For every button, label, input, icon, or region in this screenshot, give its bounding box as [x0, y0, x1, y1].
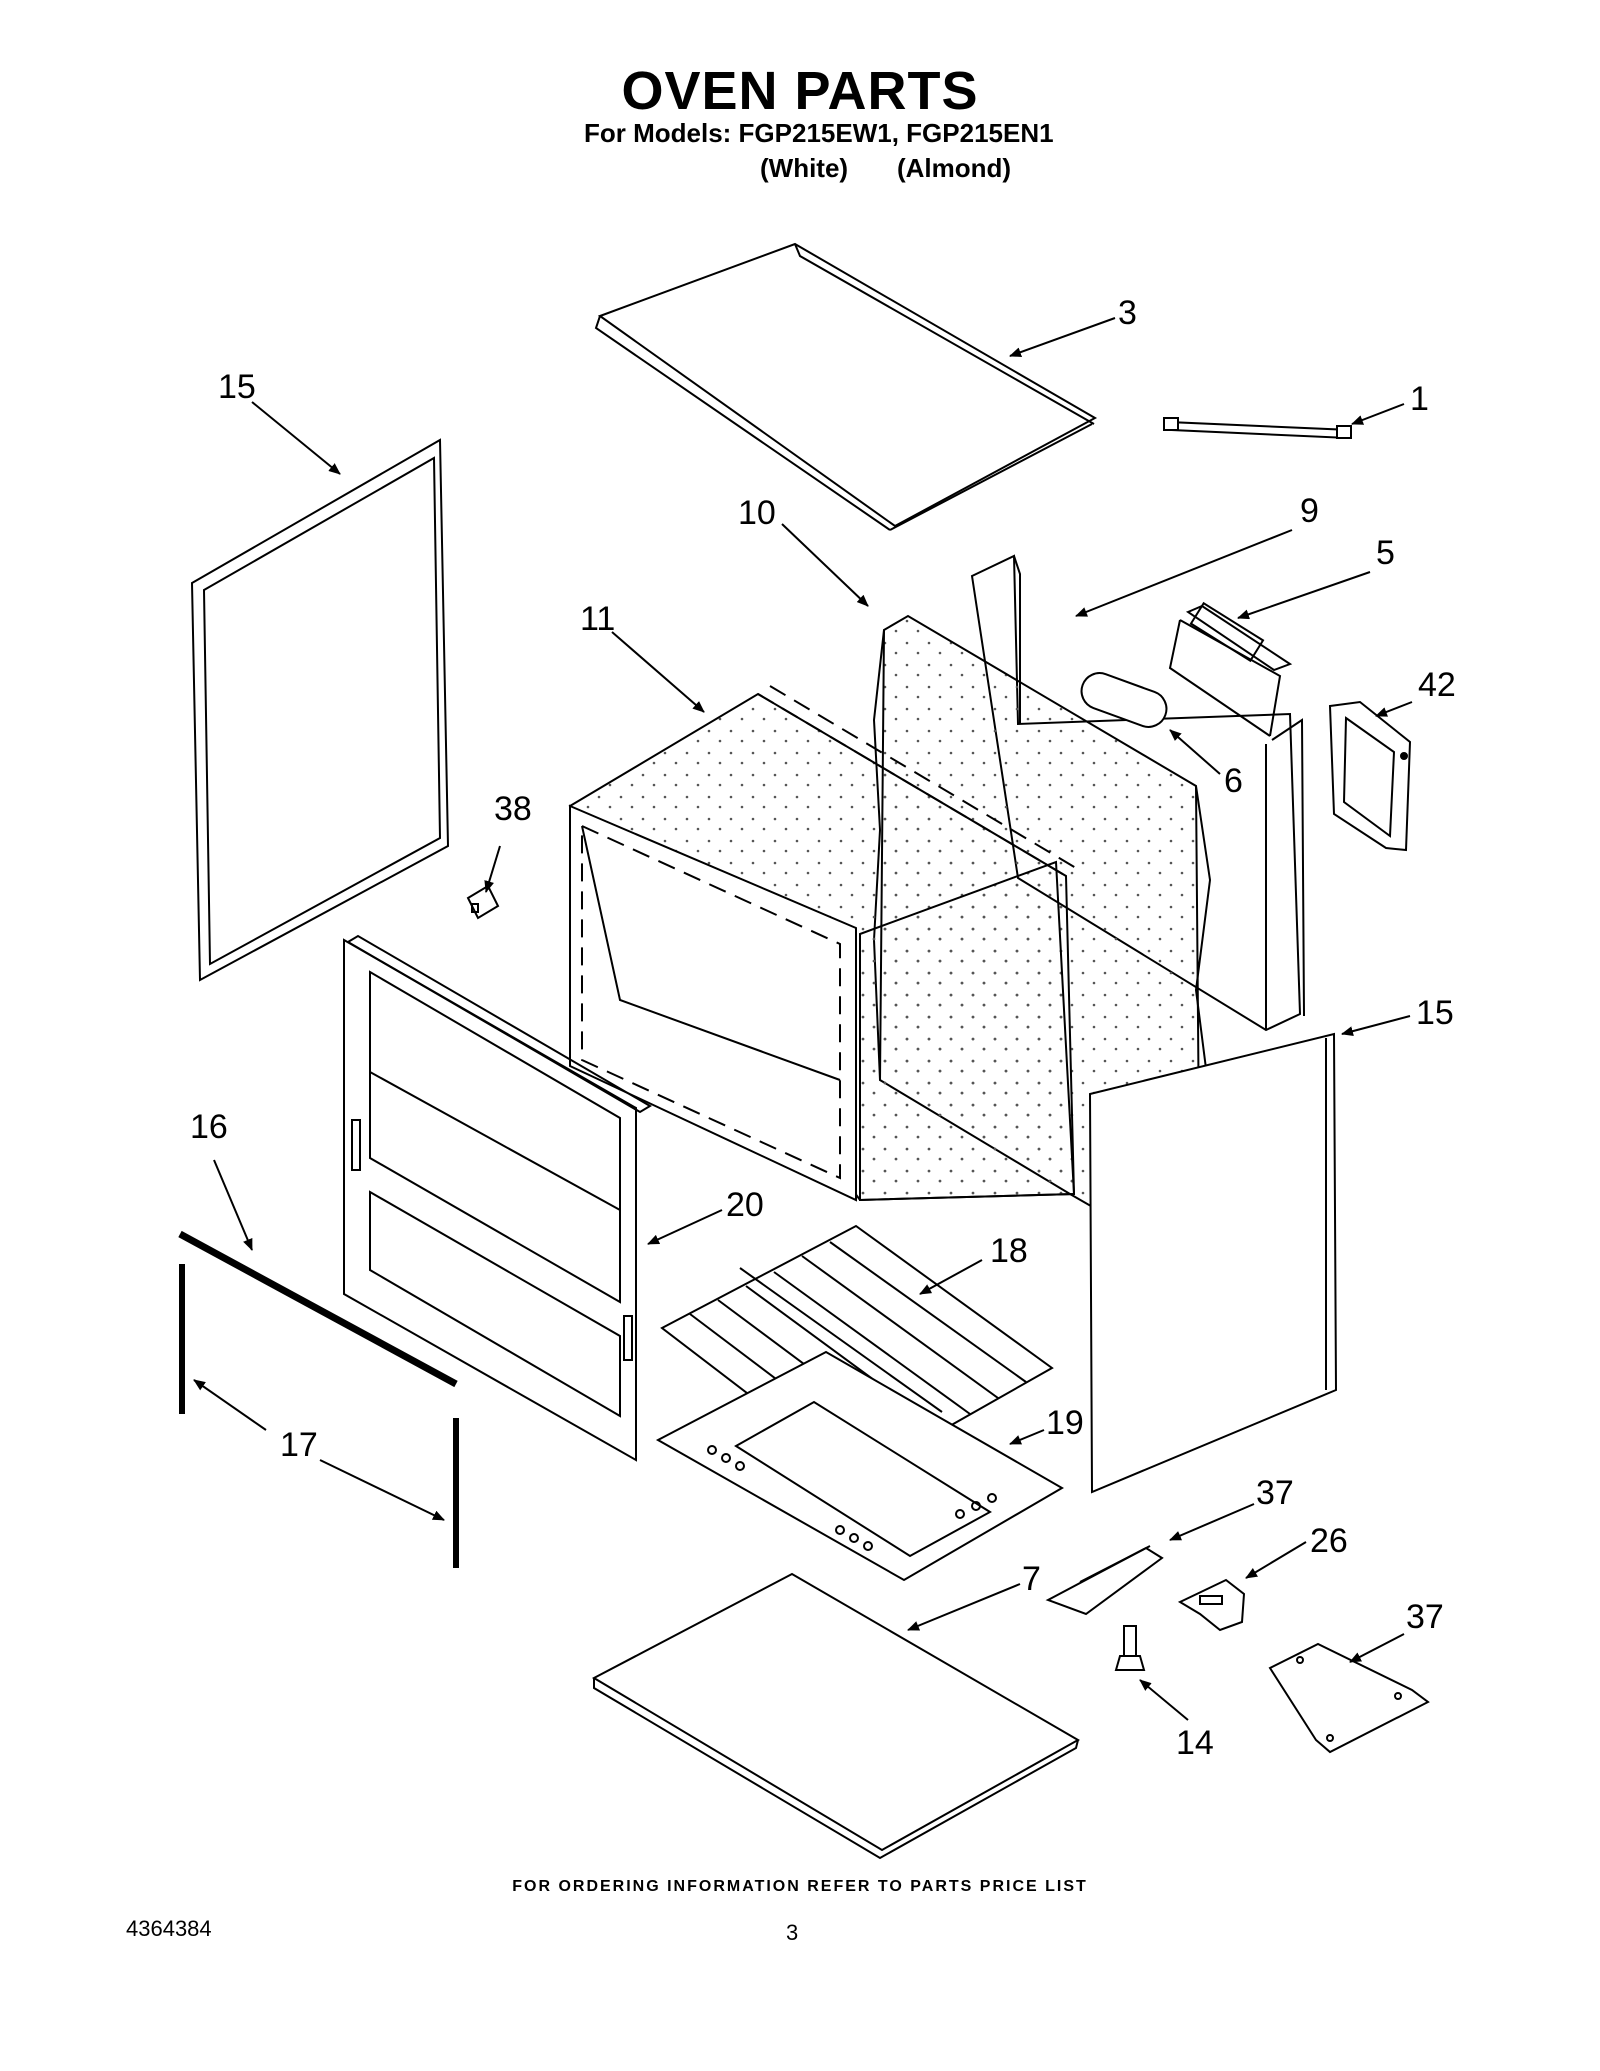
- callout-6: 6: [1224, 762, 1243, 800]
- callout-1: 1: [1410, 380, 1429, 418]
- part-trim-strip: [178, 1230, 458, 1388]
- callout-20: 20: [726, 1186, 764, 1224]
- part-hinge-receptacle: [1045, 1545, 1164, 1616]
- callout-37-upper: 37: [1256, 1474, 1294, 1512]
- part-right-side-panel: [1088, 1032, 1338, 1494]
- callout-7: 7: [1022, 1560, 1041, 1598]
- callout-3: 3: [1118, 294, 1137, 332]
- callout-19: 19: [1046, 1404, 1084, 1442]
- callout-labels: 3 1 15 10 9 5 11 42 6 38 15 16 20 18 19 …: [190, 294, 1456, 1762]
- variant-white: (White): [760, 153, 849, 183]
- leader-arrows: [193, 317, 1413, 1721]
- callout-16: 16: [190, 1108, 228, 1146]
- callout-18: 18: [990, 1232, 1028, 1270]
- part-grommet: [1080, 672, 1168, 728]
- part-bracket: [1163, 417, 1352, 440]
- ordering-note: FOR ORDERING INFORMATION REFER TO PARTS …: [512, 1878, 1088, 1895]
- part-top-panel: [594, 242, 1098, 531]
- page-title: OVEN PARTS: [621, 61, 979, 121]
- part-clip: [466, 884, 500, 920]
- callout-26: 26: [1310, 1522, 1348, 1560]
- part-latch-bracket: [1177, 1578, 1246, 1632]
- callout-11: 11: [580, 600, 615, 638]
- callout-38: 38: [494, 790, 532, 828]
- models-line: For Models: FGP215EW1, FGP215EN1: [584, 118, 1054, 148]
- part-left-side-panel: [190, 438, 450, 982]
- callout-15-right: 15: [1416, 994, 1454, 1032]
- callout-5: 5: [1376, 534, 1395, 572]
- variant-almond: (Almond): [897, 153, 1012, 183]
- part-vent: [1185, 601, 1293, 672]
- callout-15-left: 15: [218, 368, 256, 406]
- part-leveling-leg: [1114, 1625, 1146, 1671]
- part-anti-tip-bracket: [1268, 1642, 1430, 1754]
- callout-37-lower: 37: [1406, 1598, 1444, 1636]
- callout-10: 10: [738, 494, 776, 532]
- callout-42: 42: [1418, 666, 1456, 704]
- part-broiler-pan: [655, 1350, 1064, 1582]
- callout-17: 17: [280, 1426, 318, 1464]
- part-bottom-panel: [591, 1572, 1081, 1860]
- callout-9: 9: [1300, 492, 1319, 530]
- page-number: 3: [786, 1920, 799, 1945]
- part-oven-cavity: [568, 685, 1077, 1202]
- part-front-frame: [343, 934, 652, 1462]
- document-number: 4364384: [126, 1916, 212, 1941]
- part-frame-bracket: [1328, 700, 1412, 852]
- callout-14: 14: [1176, 1724, 1214, 1762]
- part-side-trims: [179, 1264, 459, 1568]
